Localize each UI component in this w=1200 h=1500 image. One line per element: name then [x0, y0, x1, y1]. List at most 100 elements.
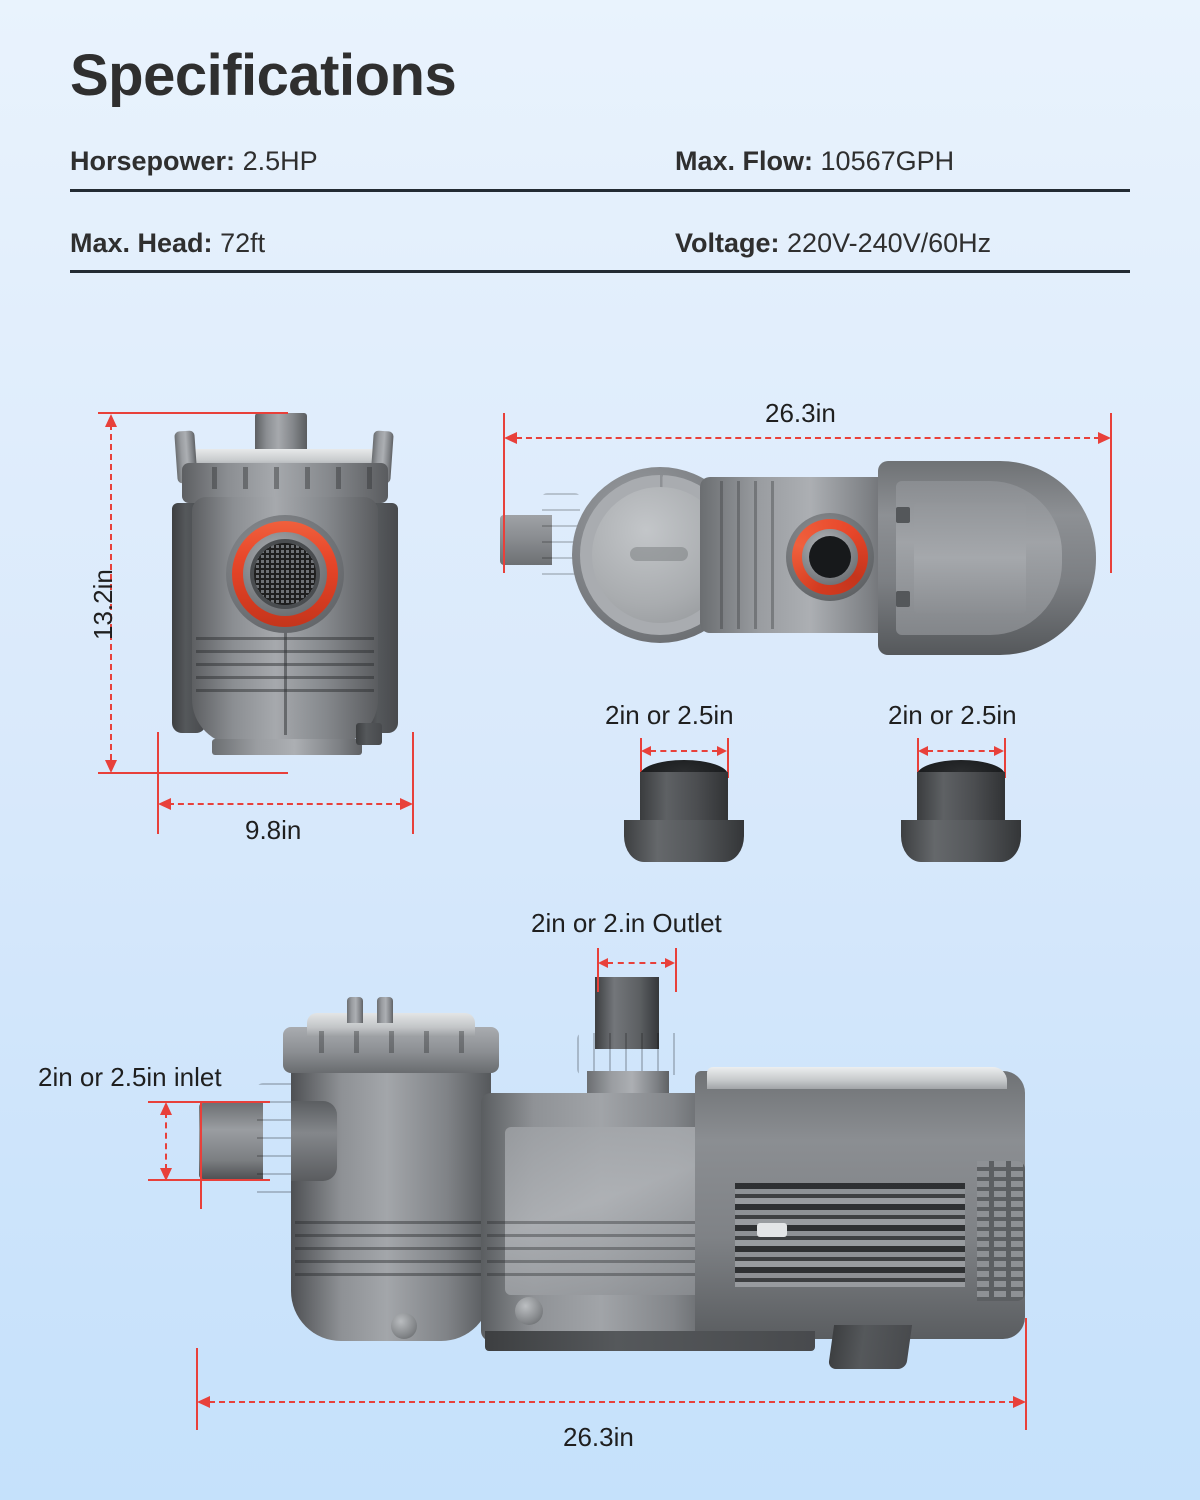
spec-label: Max. Head: — [70, 227, 213, 258]
spec-row: Horsepower: 2.5HP Max. Flow: 10567GPH — [70, 145, 1130, 192]
side-strainer-pot — [291, 1051, 491, 1341]
side-length-arrow-right — [1013, 1396, 1026, 1408]
front-strainer-mesh — [254, 543, 316, 605]
side-length-ext-left — [196, 1348, 198, 1430]
side-pot-inlet-throat — [291, 1101, 337, 1181]
port-left-ext-a — [640, 738, 642, 778]
side-inlet-label: 2in or 2.5in inlet — [38, 1062, 222, 1092]
front-height-dim-line — [110, 424, 112, 760]
side-outlet-label: 2in or 2.in Outlet — [531, 908, 722, 938]
port-right-ext-a — [917, 738, 919, 778]
port-left-dim-line — [650, 750, 718, 752]
front-height-ext-bottom — [98, 772, 288, 774]
side-motor-foot — [827, 1325, 913, 1369]
port-right-arrow-left — [918, 746, 928, 756]
front-collar-notches — [186, 467, 384, 489]
side-motor-rear-grille — [977, 1161, 1025, 1301]
side-outlet-ext-left — [597, 948, 599, 992]
front-width-label: 9.8in — [245, 815, 302, 845]
port-right-ext-b — [1004, 738, 1006, 778]
page-title: Specifications — [70, 43, 457, 108]
spec-row: Max. Head: 72ft Voltage: 220V-240V/60Hz — [70, 227, 1130, 274]
front-width-arrow-right — [400, 798, 413, 810]
port-left-arrow-right — [717, 746, 727, 756]
front-height-ext-top — [98, 412, 288, 414]
top-length-ext-left — [503, 413, 505, 573]
side-collar-notches — [289, 1031, 493, 1053]
side-lid-tab-left — [347, 997, 363, 1023]
side-length-dim-line — [209, 1401, 1015, 1403]
spec-divider — [70, 270, 1130, 274]
spec-value: 72ft — [220, 227, 266, 258]
port-left-arrow-left — [641, 746, 651, 756]
side-outlet-arrow-left — [598, 958, 608, 968]
spec-value: 220V-240V/60Hz — [787, 227, 992, 258]
side-inlet-ext-bottom — [148, 1179, 270, 1181]
spec-divider — [70, 188, 1130, 192]
side-length-label: 26.3in — [563, 1422, 634, 1452]
spec-cell-max-flow: Max. Flow: 10567GPH — [675, 145, 954, 179]
front-foot-tab-right — [356, 723, 382, 745]
top-inlet-nozzle — [500, 515, 552, 565]
top-motor-label-plate — [914, 503, 1026, 613]
side-inlet-arrow-down — [160, 1168, 172, 1181]
top-lid-emboss — [630, 547, 688, 561]
port-left-ext-b — [727, 738, 729, 778]
side-outlet-arrow-right — [665, 958, 675, 968]
side-motor-top-strip — [707, 1067, 1007, 1089]
front-width-dim-line — [168, 803, 402, 805]
spec-label: Voltage: — [675, 227, 780, 258]
spec-cell-max-head: Max. Head: 72ft — [70, 227, 675, 261]
side-drain-screw — [391, 1313, 417, 1339]
side-outlet-riser — [595, 977, 659, 1049]
front-height-arrow-top — [105, 414, 117, 427]
pump-side-view-illustration — [195, 975, 1055, 1375]
front-height-label: 13.2in — [88, 569, 118, 640]
spec-table: Horsepower: 2.5HP Max. Flow: 10567GPH Ma… — [70, 145, 1130, 274]
top-mid-housing-ribs — [706, 481, 786, 629]
top-motor-clip-lower — [896, 591, 910, 607]
side-volute-face-panel — [505, 1127, 701, 1295]
spec-label: Horsepower: — [70, 145, 236, 176]
top-length-arrow-left — [504, 432, 517, 444]
port-right-label: 2in or 2.5in — [888, 700, 1017, 730]
side-pot-ribs — [295, 1211, 487, 1279]
pump-front-view-illustration — [150, 405, 420, 790]
specifications-header: Specifications Horsepower: 2.5HP Max. Fl… — [70, 43, 1130, 274]
side-inlet-ext-vert — [200, 1101, 202, 1209]
pump-top-view-illustration — [500, 455, 1100, 670]
spec-label: Max. Flow: — [675, 145, 814, 176]
side-outlet-union-nut — [577, 1033, 681, 1075]
side-motor-badge — [757, 1223, 787, 1237]
spec-cell-voltage: Voltage: 220V-240V/60Hz — [675, 227, 991, 261]
front-top-spigot — [255, 413, 307, 455]
top-length-dim-line — [516, 437, 1100, 439]
side-volute-screw — [515, 1297, 543, 1325]
port-left-label: 2in or 2.5in — [605, 700, 734, 730]
side-inlet-nozzle — [199, 1103, 263, 1179]
front-width-ext-left — [157, 732, 159, 834]
top-length-ext-right — [1110, 413, 1112, 573]
side-volute-ribs — [487, 1211, 717, 1279]
side-inlet-dim-line — [165, 1112, 167, 1170]
top-strainer-bore — [809, 536, 851, 578]
front-width-arrow-left — [158, 798, 171, 810]
port-left-flange — [624, 820, 744, 862]
top-motor-clip-upper — [896, 507, 910, 523]
front-foot-base — [212, 739, 362, 755]
top-length-label: 26.3in — [765, 398, 836, 428]
side-outlet-dim-line — [607, 962, 667, 964]
side-inlet-arrow-up — [160, 1102, 172, 1115]
front-width-ext-right — [412, 732, 414, 834]
front-collar — [182, 463, 388, 503]
side-length-arrow-left — [197, 1396, 210, 1408]
spec-cell-horsepower: Horsepower: 2.5HP — [70, 145, 675, 179]
spec-value: 2.5HP — [242, 145, 318, 176]
front-height-arrow-bottom — [105, 760, 117, 773]
side-length-ext-right — [1025, 1318, 1027, 1430]
spec-value: 10567GPH — [820, 145, 955, 176]
side-base-plate — [485, 1331, 815, 1351]
side-inlet-ext-top — [148, 1101, 270, 1103]
port-right-flange — [901, 820, 1021, 862]
front-center-seam — [284, 605, 287, 735]
